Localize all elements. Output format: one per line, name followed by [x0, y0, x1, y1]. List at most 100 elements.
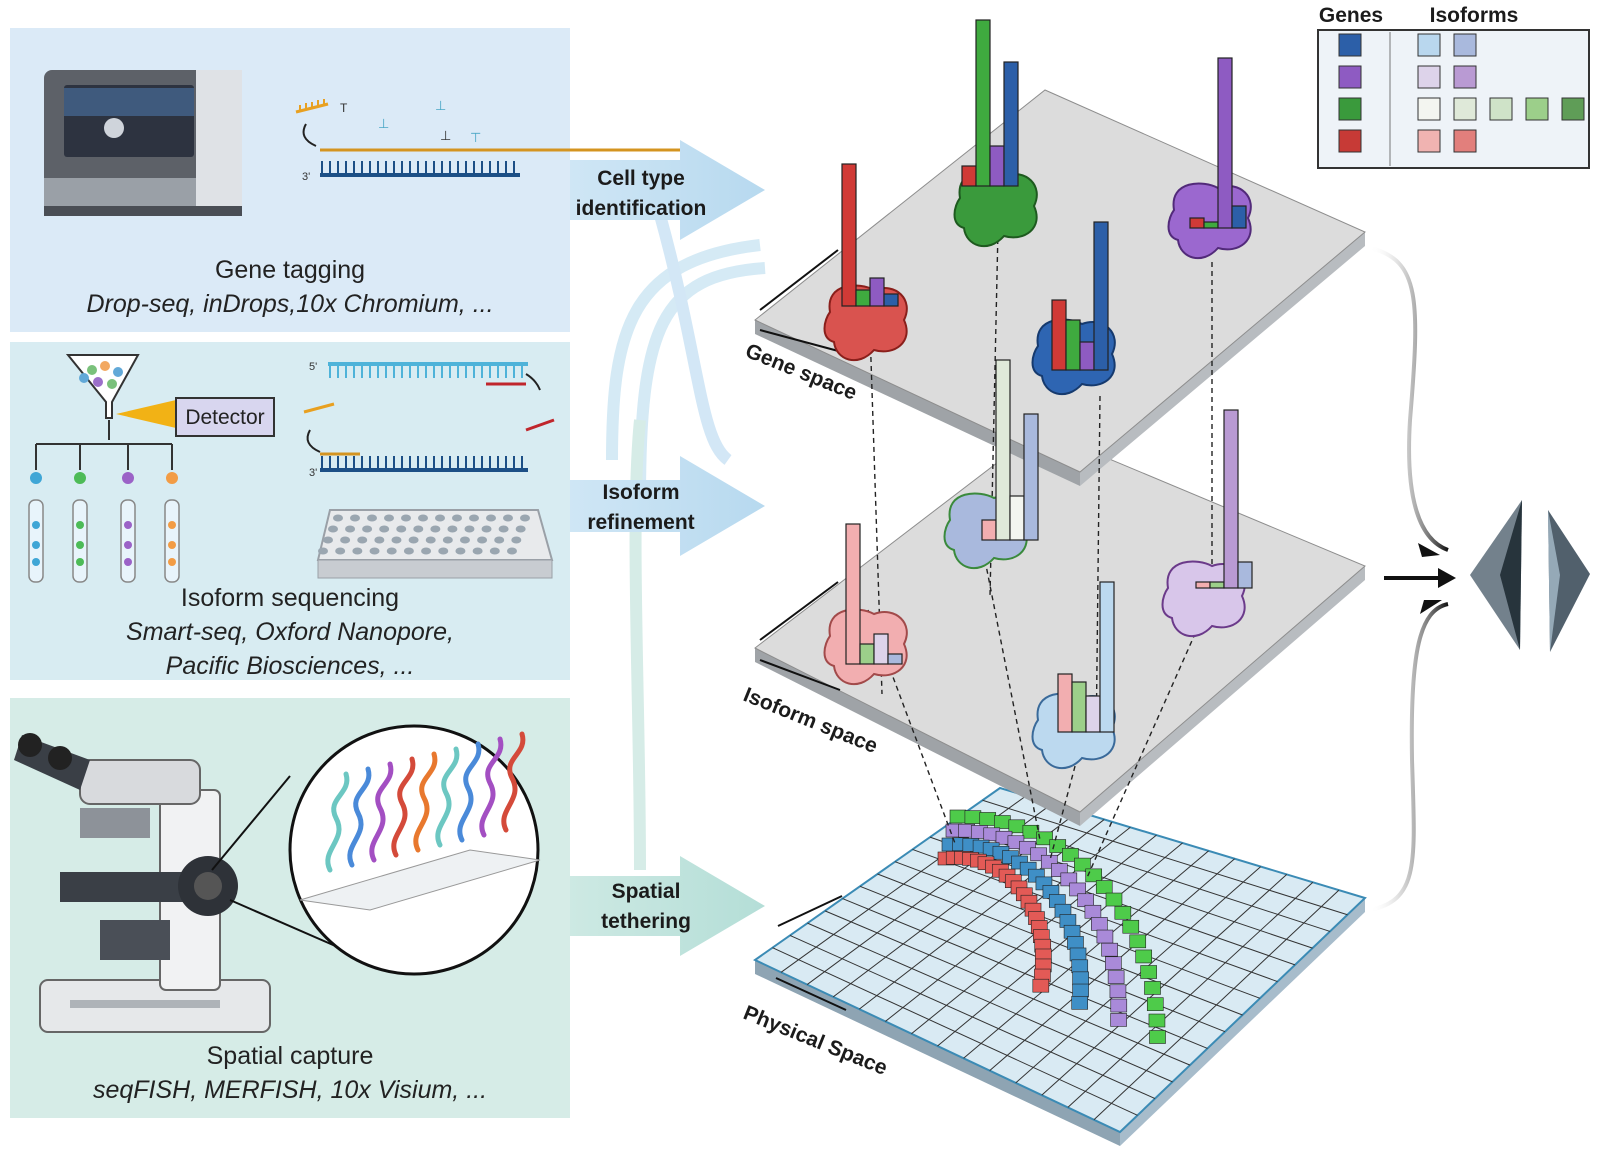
tissue-cell — [1072, 983, 1089, 998]
flow-label-line2: identification — [576, 197, 707, 220]
three-prime-label: 3' — [309, 467, 317, 479]
expression-bar — [1071, 681, 1087, 733]
three-prime-label: 3' — [302, 171, 310, 183]
legend-gene-swatch — [1338, 129, 1362, 153]
sorted-cell — [122, 472, 134, 484]
expression-bar — [1093, 221, 1109, 371]
legend-isoform-swatch — [1453, 129, 1477, 153]
expression-bar — [873, 633, 889, 665]
sorted-cell — [30, 472, 42, 484]
flow-arrow-cell-type: Cell type identification — [570, 140, 765, 240]
tissue-cell — [1036, 831, 1053, 846]
legend-isoform-swatch — [1417, 129, 1441, 153]
legend-gene-swatch — [1338, 97, 1362, 121]
legend-isoform-swatch — [1417, 97, 1441, 121]
flow-label-line1: Isoform — [602, 481, 679, 504]
legend-isoform-swatch — [1417, 33, 1441, 57]
panel-spatial-capture: Spatial capture seqFISH, MERFISH, 10x Vi… — [10, 698, 570, 1118]
tissue-cell — [1109, 984, 1127, 999]
expression-bar — [1065, 319, 1081, 371]
legend-gene-swatch — [1338, 65, 1362, 89]
gene-space-cells — [823, 19, 1252, 395]
legend-isoform-swatch — [1453, 33, 1477, 57]
tissue-cell — [1069, 947, 1087, 962]
tissue-cell — [1071, 959, 1089, 974]
sequencer-icon — [44, 70, 242, 216]
expression-bar — [1231, 205, 1247, 229]
tissue-cell — [1114, 905, 1132, 920]
tissue-cell — [1091, 917, 1108, 931]
tissue-cell — [1140, 965, 1157, 979]
integration-arrows — [1369, 246, 1456, 912]
expression-bar — [961, 165, 977, 187]
tissue-cell — [1129, 934, 1147, 949]
tissue-cell — [1008, 819, 1026, 834]
panel-subtitle-line1: Smart-seq, Oxford Nanopore, — [126, 618, 454, 646]
expression-bar — [995, 359, 1011, 541]
flow-label-line1: Spatial — [612, 880, 681, 903]
tissue-cell — [1144, 981, 1161, 995]
tissue-cell — [1146, 997, 1164, 1011]
isoform-strand-diagram: 5' 3' — [303, 361, 555, 479]
tissue-cell — [1084, 904, 1102, 919]
tissue-cell — [1032, 978, 1050, 993]
expression-bar — [1223, 409, 1239, 589]
expression-bar — [869, 277, 885, 307]
well-plate-icon — [316, 509, 554, 579]
expression-bar — [859, 643, 875, 665]
expression-bar — [975, 19, 991, 187]
capture-slide-zoom — [211, 724, 541, 976]
integrated-model-icon — [1470, 500, 1590, 652]
expression-bar — [989, 145, 1005, 187]
expression-bar — [855, 289, 871, 307]
tissue-cell — [1105, 956, 1122, 971]
nucleotide-glyph: ⊤ — [470, 130, 481, 145]
legend-isoforms-header: Isoforms — [1430, 4, 1519, 27]
expression-bar — [1195, 581, 1211, 589]
expression-bar — [1079, 341, 1095, 371]
tissue-cell — [1110, 998, 1128, 1013]
tissue-cell — [1049, 839, 1067, 853]
detector-box — [175, 397, 275, 437]
flow-label-line1: Cell type — [597, 167, 685, 190]
panel-title: Gene tagging — [215, 256, 365, 284]
nucleotide-glyph: ⊥ — [435, 98, 446, 113]
expression-bar — [1237, 561, 1253, 589]
expression-bar — [841, 163, 857, 307]
expression-bar — [1009, 495, 1025, 541]
tissue-cell — [1135, 949, 1153, 964]
legend-isoform-swatch — [1453, 97, 1477, 121]
legend-isoform-swatch — [1453, 65, 1477, 89]
legend-isoform-swatch — [1489, 97, 1513, 121]
expression-bar — [1203, 221, 1219, 229]
tissue-cell — [964, 810, 982, 824]
tissue-cell — [1110, 1013, 1127, 1027]
tissue-cell — [979, 812, 997, 826]
legend: Genes Isoforms — [1317, 4, 1590, 169]
panel-subtitle: seqFISH, MERFISH, 10x Visium, ... — [93, 1076, 487, 1104]
panel-subtitle-line2: Pacific Biosciences, ... — [166, 652, 415, 680]
expression-bar — [1209, 581, 1225, 589]
tissue-cell — [949, 809, 967, 824]
tissue-cell — [1077, 893, 1094, 908]
panel-subtitle: Drop-seq, inDrops,10x Chromium, ... — [86, 290, 493, 318]
sorted-cell — [74, 472, 86, 484]
nucleotide-glyph: ⊥ — [378, 116, 389, 131]
legend-isoform-swatch — [1525, 97, 1549, 121]
detector-label: Detector — [185, 406, 264, 429]
tissue-cell — [1071, 995, 1088, 1010]
five-prime-label: 5' — [309, 361, 317, 373]
expression-bar — [1003, 61, 1019, 187]
expression-bar — [981, 519, 997, 541]
tissue-cell — [994, 815, 1011, 829]
gene-tagging-strand-diagram: 3' T ⊥ ⊥ ⊥ ⊤ — [295, 98, 680, 183]
legend-genes-header: Genes — [1319, 4, 1383, 27]
sorted-tubes — [28, 472, 180, 583]
nucleotide-glyph: ⊥ — [440, 128, 451, 143]
expression-bar — [887, 653, 903, 665]
panel-title: Spatial capture — [207, 1042, 374, 1070]
isoform-space-cells — [823, 359, 1253, 769]
expression-bar — [883, 293, 899, 307]
expression-bar — [845, 523, 861, 665]
flow-arrow-isoform: Isoform refinement — [570, 456, 765, 556]
